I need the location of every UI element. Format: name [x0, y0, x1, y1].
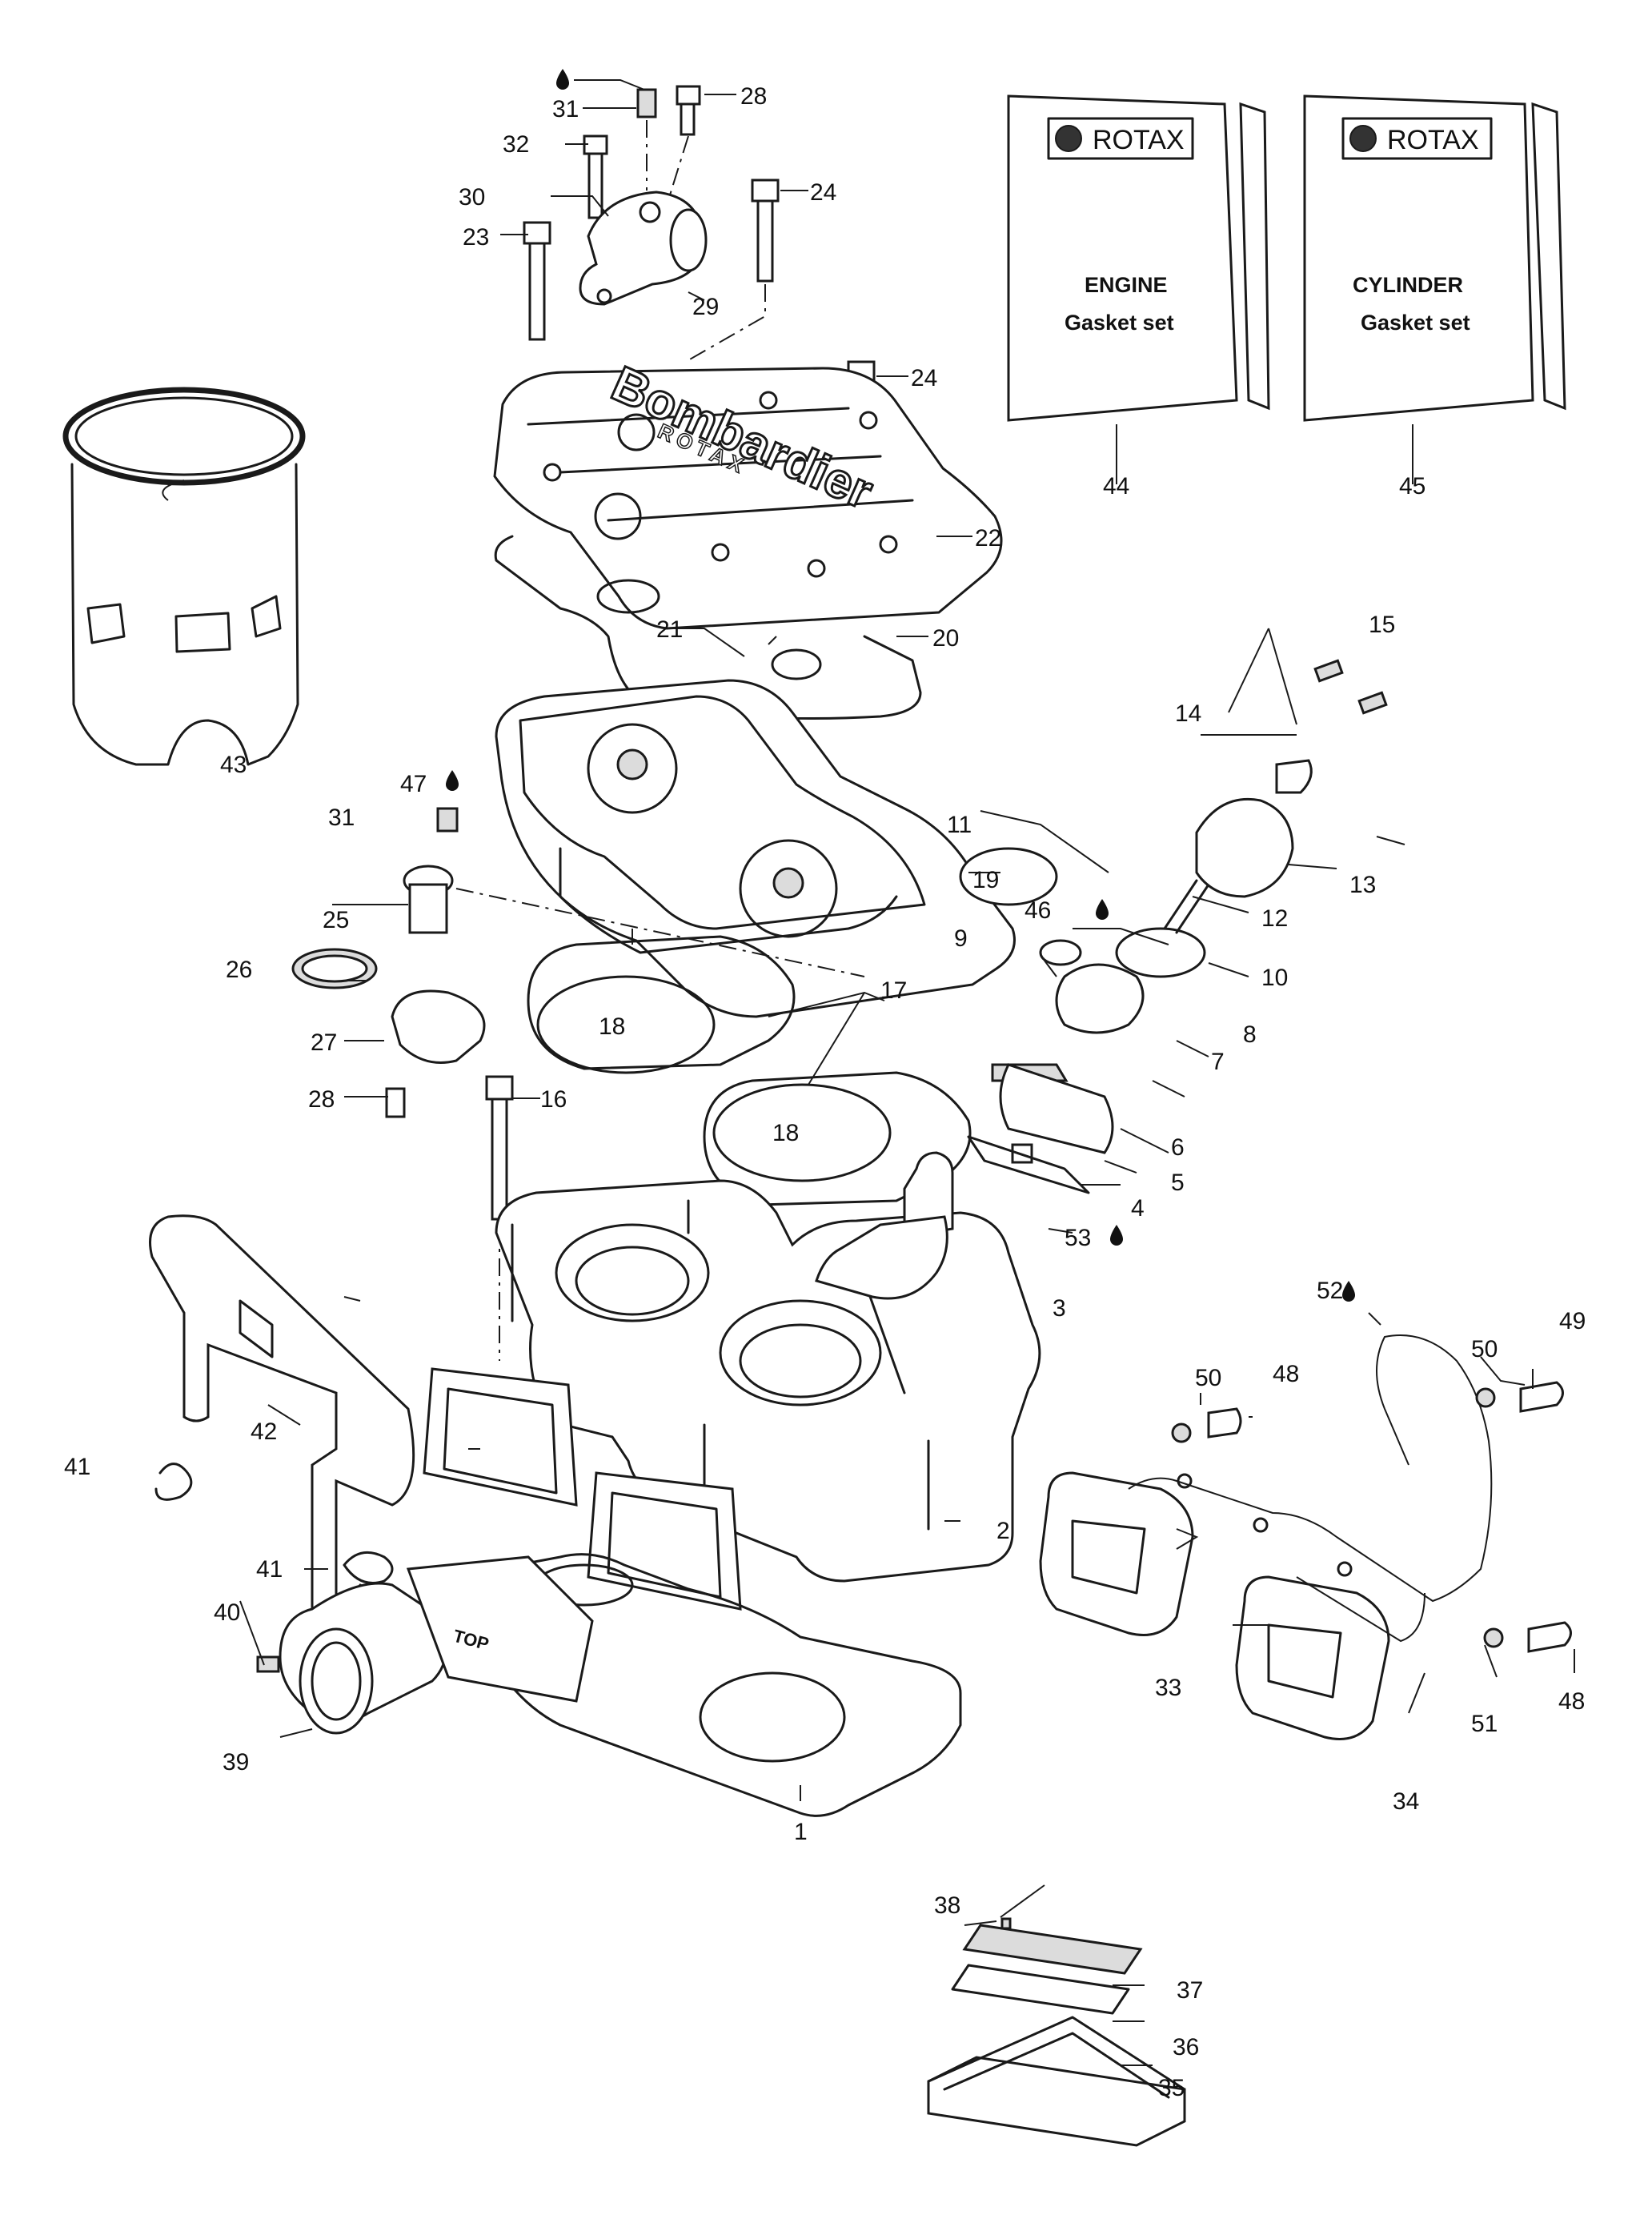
water-outlet-elbow	[579, 191, 708, 306]
callout-7: 7	[1211, 1049, 1225, 1075]
callout-8: 8	[1243, 1021, 1257, 1048]
book-brand: ROTAX	[1387, 125, 1479, 155]
book-title: ENGINE	[1085, 273, 1168, 297]
callout-32: 32	[503, 131, 529, 158]
book-subtitle: Gasket set	[1361, 311, 1470, 335]
callout-13: 13	[1349, 872, 1376, 898]
callout-50a: 50	[1195, 1365, 1221, 1391]
callout-4: 4	[1131, 1195, 1145, 1222]
callout-20: 20	[932, 625, 959, 652]
callout-24a: 24	[810, 179, 836, 206]
callout-11: 11	[947, 812, 972, 838]
callout-21: 21	[656, 616, 683, 643]
callout-43: 43	[220, 752, 247, 778]
callout-15: 15	[1369, 612, 1395, 638]
callout-22: 22	[975, 525, 1001, 552]
cylinder-head	[495, 679, 1016, 1018]
callout-41b: 41	[256, 1556, 283, 1583]
stud-bolt-16	[485, 1075, 514, 1361]
callout-3: 3	[1053, 1295, 1066, 1322]
callout-42: 42	[251, 1418, 277, 1445]
book-title: CYLINDER	[1353, 273, 1463, 297]
rave-valve-assembly	[815, 659, 1388, 1300]
book-subtitle: Gasket set	[1065, 311, 1174, 335]
callout-31a: 31	[552, 96, 579, 122]
exhaust-assembly	[1039, 1334, 1572, 1740]
callout-6: 6	[1171, 1134, 1185, 1161]
callout-9: 9	[954, 925, 968, 952]
lubricant-drop-icon	[446, 770, 459, 791]
callout-39: 39	[223, 1749, 249, 1776]
callout-35: 35	[1158, 2075, 1185, 2101]
callout-14: 14	[1175, 700, 1201, 727]
callout-41a: 41	[64, 1454, 90, 1480]
callout-25: 25	[323, 907, 349, 933]
callout-29: 29	[692, 294, 719, 320]
lubricant-drop-icon	[1342, 1281, 1355, 1302]
leader-lines	[239, 79, 1575, 2066]
callout-24b: 24	[911, 365, 937, 391]
thermostat-assembly	[291, 807, 486, 1118]
callout-46: 46	[1024, 897, 1051, 924]
callout-38: 38	[934, 1892, 960, 1919]
callout-2: 2	[996, 1518, 1010, 1544]
callout-37: 37	[1177, 1977, 1203, 2004]
cylinder-head-cover: Bombardier ROTAX	[493, 355, 1003, 630]
callout-labels: 1 2 3 4 5 6 7 8 9 10 11 12 13 14 15 16 1…	[64, 83, 1586, 2101]
callout-17: 17	[880, 977, 907, 1004]
callout-28a: 28	[308, 1086, 335, 1113]
cylinder-sleeve	[62, 387, 306, 766]
callout-40: 40	[214, 1599, 240, 1626]
callout-18b: 18	[772, 1120, 799, 1146]
engine-gasket-set-book: ROTAX ENGINE Gasket set	[1007, 94, 1270, 422]
callout-19: 19	[972, 867, 999, 893]
top-fasteners	[523, 85, 876, 464]
callout-49: 49	[1559, 1308, 1586, 1334]
lubricant-drop-icons	[446, 69, 1355, 1302]
callout-16: 16	[540, 1086, 567, 1113]
callout-26: 26	[226, 957, 252, 983]
callout-12: 12	[1261, 905, 1288, 932]
intake-reed-housings	[423, 1367, 742, 1611]
cylinder-gasket-set-book: ROTAX CYLINDER Gasket set	[1303, 94, 1566, 422]
callout-51: 52	[1317, 1278, 1343, 1304]
callout-5: 5	[1171, 1170, 1185, 1196]
intake-adaptor: TOP	[256, 1555, 594, 1735]
callout-1: 1	[794, 1819, 808, 1845]
callout-18a: 18	[599, 1013, 625, 1040]
callout-30: 30	[459, 184, 485, 211]
lubricant-drop-icon	[556, 69, 569, 90]
callout-27: 27	[311, 1029, 337, 1056]
callout-10: 10	[1261, 965, 1288, 991]
callout-44: 44	[1103, 473, 1129, 500]
book-brand: ROTAX	[1093, 125, 1185, 155]
head-gaskets	[455, 888, 972, 1206]
lubricant-drop-icon	[1096, 899, 1109, 920]
callout-48a: 48	[1273, 1361, 1299, 1387]
callout-47: 47	[400, 771, 427, 797]
callout-52: 53	[1065, 1225, 1091, 1251]
callout-45: 45	[1399, 473, 1425, 500]
reed-valve-block	[927, 1917, 1186, 2147]
callout-23: 23	[463, 224, 489, 251]
callout-31b: 31	[328, 805, 355, 831]
callout-33: 33	[1155, 1675, 1181, 1701]
callout-28b: 28	[740, 83, 767, 110]
callout-48b: 48	[1558, 1688, 1585, 1715]
callout-36: 36	[1173, 2034, 1199, 2061]
callout-34: 34	[1393, 1788, 1419, 1815]
callout-50b: 50	[1471, 1336, 1498, 1362]
callout-50c: 51	[1471, 1711, 1498, 1737]
lubricant-drop-icon	[1110, 1225, 1123, 1246]
